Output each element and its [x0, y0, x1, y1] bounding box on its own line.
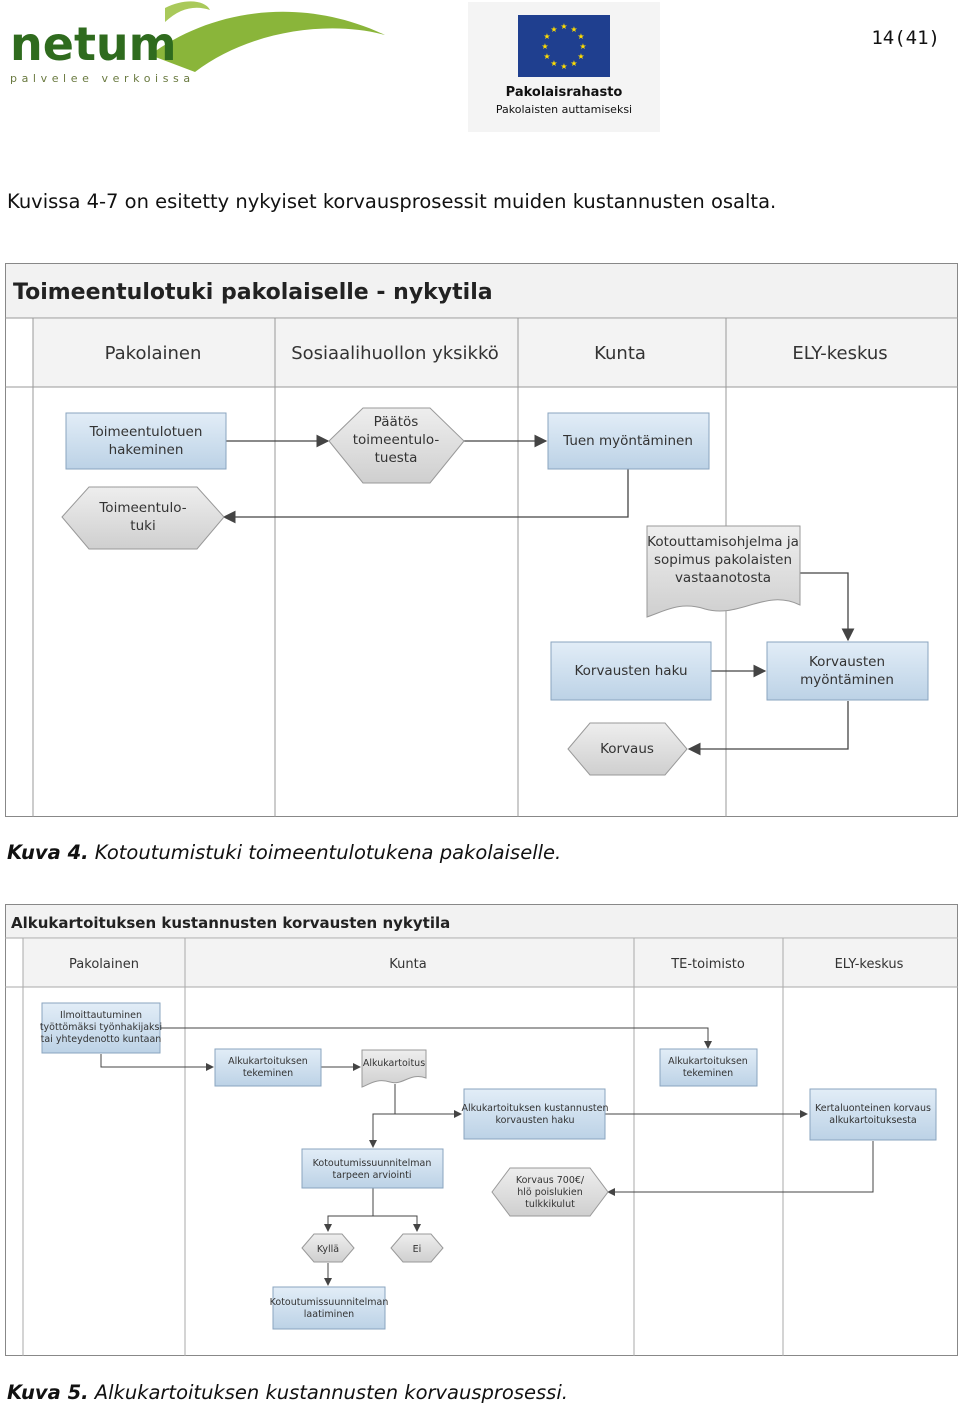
lane-ely: ELY-keskus: [792, 343, 887, 364]
lane2-pakolainen: Pakolainen: [69, 957, 139, 972]
node2-alkukartoitus-label: Alkukartoitus: [363, 1058, 425, 1069]
node2-tarpeen-arviointi-l1: Kotoutumissuunnitelman: [313, 1158, 432, 1169]
node2-kustannusten-haku-l1: Alkukartoituksen kustannusten: [461, 1103, 608, 1114]
svg-text:★: ★: [570, 25, 577, 34]
caption-kuva4-text: Kotoutumistuki toimeentulotukena pakolai…: [94, 841, 562, 864]
svg-text:★: ★: [541, 42, 548, 51]
node2-laatiminen: [272, 1286, 386, 1330]
node-korvausten-myontaminen: [766, 641, 929, 701]
diagram-alkukartoitus: Alkukartoituksen kustannusten korvausten…: [5, 904, 958, 1356]
svg-text:★: ★: [543, 52, 550, 61]
node-hakeminen-l1: Toimeentulotuen: [89, 424, 203, 440]
node2-kylla: [301, 1233, 355, 1263]
svg-text:★: ★: [560, 22, 567, 31]
node-paatos-l3: tuesta: [375, 450, 418, 466]
node-korvausten-haku-label: Korvausten haku: [574, 663, 687, 679]
node-korvausten-haku: [550, 641, 712, 701]
page-number: 14(41): [871, 27, 940, 49]
node2-kunta-tekeminen-l2: tekeminen: [243, 1068, 293, 1079]
node-hakeminen-l2: hakeminen: [109, 442, 184, 458]
node-kotouttamisohjelma-l2: sopimus pakolaisten: [654, 552, 792, 568]
node2-korvaus700: [491, 1167, 609, 1217]
node2-kunta-tekeminen: [214, 1048, 322, 1087]
svg-text:★: ★: [579, 42, 586, 51]
caption-kuva5-label: Kuva 5.: [7, 1381, 89, 1404]
caption-kuva4-label: Kuva 4.: [7, 841, 89, 864]
caption-kuva5-text: Alkukartoituksen kustannusten korvauspro…: [94, 1381, 568, 1404]
node-paatos-l1: Päätös: [374, 414, 419, 430]
lane2-te-toimisto: TE-toimisto: [670, 957, 745, 972]
node-paatos-l2: toimeentulo-: [353, 432, 440, 448]
node2-laatiminen-l2: laatiminen: [304, 1309, 354, 1320]
eu-fund-subtitle: Pakolaisten auttamiseksi: [495, 103, 633, 116]
logo-wordmark: netum: [10, 17, 177, 71]
lane2-kunta: Kunta: [389, 957, 426, 972]
node2-kertaluonteinen-l1: Kertaluonteinen korvaus: [815, 1103, 931, 1114]
node2-kertaluonteinen-l2: alkukartoituksesta: [829, 1115, 916, 1126]
node2-ei-label: Ei: [413, 1244, 422, 1255]
node-myontaminen-label: Tuen myöntäminen: [562, 433, 693, 449]
eu-fund-name: Pakolaisrahasto: [505, 85, 623, 100]
netum-logo: netum palvelee verkoissa: [0, 0, 400, 95]
caption-kuva4: Kuva 4. Kotoutumistuki toimeentulotukena…: [7, 841, 561, 864]
diagram-toimeentulotuki: Toimeentulotuki pakolaiselle - nykytila …: [5, 263, 958, 817]
node-kotouttamisohjelma-l3: vastaanotosta: [675, 570, 771, 586]
svg-text:★: ★: [550, 59, 557, 68]
node-toimeentulotuki: [61, 486, 225, 550]
node2-alkukartoitus: [361, 1049, 427, 1088]
eu-fund-logo: ★★★ ★★★ ★★★ ★★★ Pakolaisrahasto Pakolais…: [468, 2, 660, 132]
node2-te-tekeminen-l2: tekeminen: [683, 1068, 733, 1079]
node2-korvaus700-l2: hlö poislukien: [517, 1187, 583, 1198]
svg-text:★: ★: [570, 59, 577, 68]
eu-flag-icon: ★★★ ★★★ ★★★ ★★★: [518, 15, 610, 77]
node2-kylla-label: Kyllä: [317, 1244, 339, 1255]
diagram1-title: Toimeentulotuki pakolaiselle - nykytila: [13, 280, 493, 305]
node2-kustannusten-haku-l2: korvausten haku: [496, 1115, 575, 1126]
node2-te-tekeminen-l1: Alkukartoituksen: [668, 1056, 748, 1067]
node2-kunta-tekeminen-l1: Alkukartoituksen: [228, 1056, 308, 1067]
node-toimeentulotuki-l2: tuki: [130, 518, 155, 534]
node2-laatiminen-l1: Kotoutumissuunnitelman: [270, 1297, 389, 1308]
node-kotouttamisohjelma: [646, 525, 801, 618]
svg-text:★: ★: [550, 25, 557, 34]
node-korvaus-label: Korvaus: [600, 741, 654, 757]
node2-ilmoittautuminen-l2: työttömäksi työnhakijaksi: [40, 1022, 162, 1033]
intro-paragraph: Kuvissa 4-7 on esitetty nykyiset korvaus…: [7, 190, 777, 213]
node2-ilmoittautuminen-l1: Ilmoittautuminen: [60, 1010, 142, 1021]
node2-korvaus700-l3: tulkkikulut: [525, 1199, 575, 1210]
svg-text:★: ★: [577, 32, 584, 41]
node-korvausten-myontaminen-l1: Korvausten: [809, 654, 885, 670]
node-paatos: [328, 407, 465, 484]
node2-te-tekeminen: [659, 1048, 758, 1087]
node-hakeminen: [65, 412, 227, 470]
lane-kunta: Kunta: [594, 343, 646, 364]
lane-pakolainen: Pakolainen: [105, 343, 202, 364]
svg-text:★: ★: [560, 62, 567, 71]
node2-ilmoittautuminen: [41, 1002, 161, 1054]
node2-ilmoittautuminen-l3: tai yhteydenotto kuntaan: [41, 1034, 162, 1045]
caption-kuva5: Kuva 5. Alkukartoituksen kustannusten ko…: [7, 1381, 568, 1404]
logo-tagline: palvelee verkoissa: [10, 72, 195, 85]
svg-text:★: ★: [577, 52, 584, 61]
node-korvaus: [567, 722, 688, 776]
node2-ei: [390, 1233, 444, 1263]
node2-korvaus700-l1: Korvaus 700€/: [516, 1175, 585, 1186]
node-myontaminen: [547, 412, 710, 470]
diagram2-title: Alkukartoituksen kustannusten korvausten…: [11, 914, 450, 932]
node2-tarpeen-arviointi-l2: tarpeen arviointi: [332, 1170, 411, 1181]
node2-kustannusten-haku: [463, 1088, 606, 1140]
node-kotouttamisohjelma-l1: Kotouttamisohjelma ja: [647, 534, 799, 550]
lane-sosiaalihuolto: Sosiaalihuollon yksikkö: [291, 343, 499, 364]
node-korvausten-myontaminen-l2: myöntäminen: [800, 672, 894, 688]
node-toimeentulotuki-l1: Toimeentulo-: [98, 500, 186, 516]
node2-tarpeen-arviointi: [301, 1148, 444, 1189]
node2-kertaluonteinen: [809, 1088, 937, 1141]
svg-text:★: ★: [543, 32, 550, 41]
lane2-ely: ELY-keskus: [835, 957, 904, 972]
